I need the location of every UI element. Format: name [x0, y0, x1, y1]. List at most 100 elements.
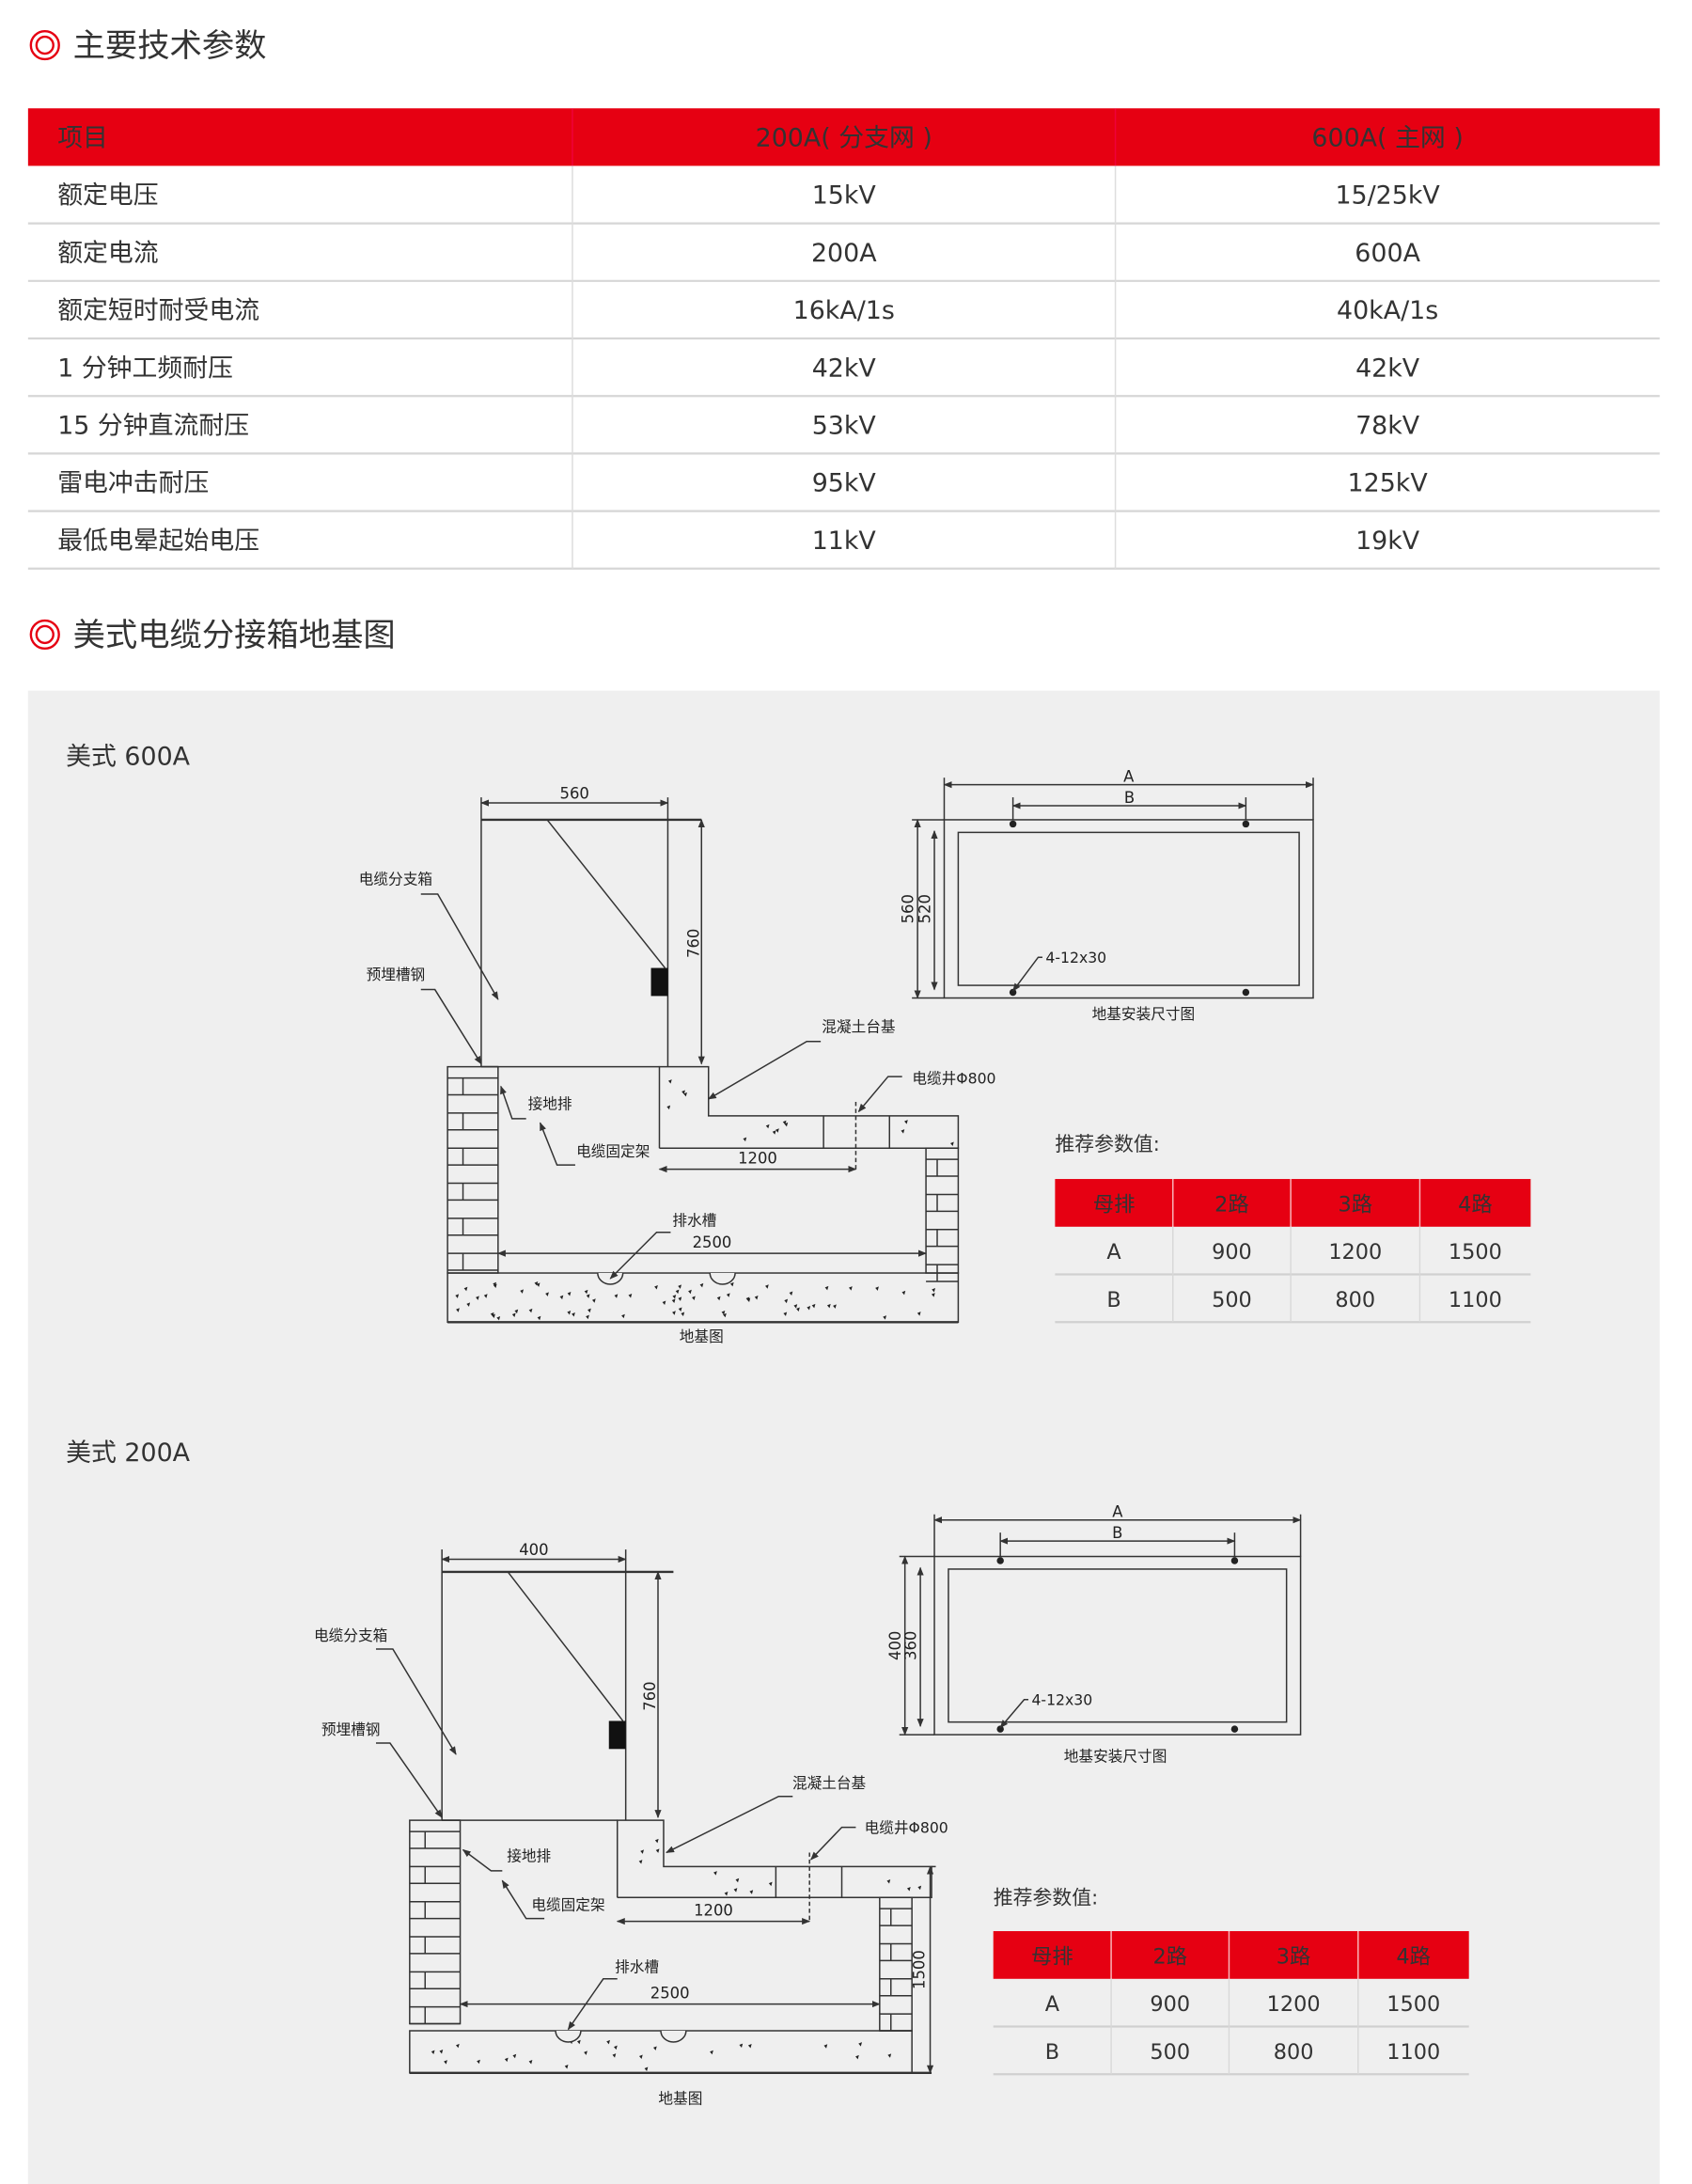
dim-label: 2500: [650, 1985, 690, 2003]
concrete-mark: [456, 1308, 460, 1312]
concrete-mark: [588, 1308, 591, 1313]
concrete-mark: [699, 1282, 704, 1288]
label-drain: 排水槽: [615, 1957, 659, 1975]
dim-label: B: [1112, 1524, 1122, 1542]
cable-branch-box: [480, 797, 702, 1067]
leader-concrete: [707, 1041, 822, 1100]
label-well: 电缆井Φ800: [912, 1070, 995, 1088]
concrete-mark: [901, 1129, 905, 1134]
table-cell: 95kV: [812, 469, 877, 498]
concrete-mark: [768, 1881, 773, 1887]
concrete-mark: [754, 1295, 759, 1300]
concrete-mark: [444, 2060, 447, 2065]
section-heading-foundation: 美式电缆分接箱地基图: [29, 617, 396, 654]
recommend-title: 推荐参数值:: [994, 1887, 1098, 1909]
concrete-mark: [749, 1890, 754, 1894]
recommend-cell: 900: [1150, 1992, 1190, 2017]
table-cell: 78kV: [1355, 411, 1420, 440]
section-heading-specs: 主要技术参数: [29, 27, 266, 65]
plan-caption: 地基安装尺寸图: [1092, 1005, 1196, 1023]
concrete-mark: [667, 1079, 672, 1084]
concrete-mark: [855, 2054, 859, 2060]
dim-label: A: [1112, 1503, 1123, 1521]
leader-channel: [376, 1742, 443, 1818]
concrete-mark: [904, 1120, 908, 1124]
recommend-header-cell: 4路: [1458, 1192, 1493, 1217]
double-circle-icon: [29, 619, 60, 651]
concrete-mark: [807, 1306, 811, 1311]
drain-groove: [555, 2030, 582, 2043]
concrete-mark: [917, 1885, 922, 1891]
door-line: [507, 1571, 624, 1721]
dim-label: 1200: [738, 1150, 777, 1168]
leader-well: [857, 1076, 902, 1113]
concrete-mark: [789, 1291, 793, 1296]
dim-label: 520: [916, 894, 934, 923]
table-header-cell: 项目: [57, 124, 108, 153]
concrete-mark: [564, 2065, 569, 2069]
foundation-elevation: 400760120025001500电缆分支箱预埋槽钢接地排电缆固定架混凝土台基…: [314, 1541, 948, 2108]
holes-label: 4-12x30: [1045, 949, 1106, 966]
recommend-cell: A: [1106, 1240, 1121, 1265]
leader-box: [376, 1648, 457, 1755]
concrete-mark: [654, 1838, 659, 1844]
concrete-mark: [476, 1296, 479, 1300]
recommend-cell: 800: [1335, 1288, 1375, 1312]
lock-block: [650, 967, 668, 997]
table-cell: 16kA/1s: [793, 296, 895, 325]
table-header: [27, 108, 1660, 166]
recommend-title: 推荐参数值:: [1055, 1133, 1159, 1155]
recommend-cell: 1500: [1386, 1992, 1440, 2017]
concrete-mark: [455, 2043, 460, 2049]
recommend-header-cell: 母排: [1093, 1192, 1136, 1217]
diagram-title: 美式 600A: [66, 743, 191, 772]
concrete-mark: [614, 1294, 619, 1298]
concrete-mark: [675, 1289, 680, 1295]
leader-channel: [420, 988, 482, 1065]
concrete-mark: [640, 1849, 644, 1854]
table-cell: 125kV: [1348, 469, 1429, 498]
label-box: 电缆分支箱: [359, 871, 432, 888]
brick-wall: [409, 1819, 462, 2025]
plan-caption: 地基安装尺寸图: [1064, 1747, 1167, 1765]
section-title: 美式电缆分接箱地基图: [73, 617, 396, 654]
drain-groove: [660, 2030, 687, 2043]
concrete-mark: [621, 1313, 625, 1319]
dim-label: 2500: [693, 1233, 732, 1251]
leader-ground: [462, 1848, 503, 1872]
leader-well: [810, 1826, 856, 1861]
concrete-mark: [906, 1887, 911, 1892]
concrete-mark: [584, 2050, 588, 2055]
right-wall: [879, 1896, 913, 2032]
concrete-mark: [672, 1295, 677, 1299]
concrete-mark: [784, 1122, 789, 1127]
concrete-mark: [638, 1860, 643, 1864]
recommend-header-cell: 3路: [1338, 1192, 1372, 1217]
label-ground: 接地排: [528, 1094, 572, 1112]
double-circle-icon: [29, 29, 60, 61]
concrete-mark: [511, 1312, 516, 1318]
table-cell: 42kV: [1355, 354, 1420, 383]
leader-holes: [999, 1699, 1029, 1729]
recommend-cell: 900: [1212, 1240, 1252, 1265]
concrete-mark: [483, 1294, 488, 1298]
table-cell: 雷电冲击耐压: [57, 469, 209, 498]
leader-concrete: [666, 1796, 793, 1854]
dim-label: 400: [886, 1631, 904, 1660]
table-cell: 40kA/1s: [1337, 296, 1438, 325]
mount-hole: [1242, 988, 1250, 997]
dim-label: 560: [560, 785, 589, 803]
concrete-mark: [858, 2042, 862, 2047]
concrete-mark: [536, 1282, 540, 1287]
foundation-elevation: 56076012002500电缆分支箱预埋槽钢接地排电缆固定架混凝土台基电缆井Φ…: [359, 785, 996, 1346]
table-cell: 15 分钟直流耐压: [57, 411, 249, 440]
concrete-mark: [726, 1293, 730, 1297]
recommend-cell: 1100: [1449, 1288, 1502, 1312]
plan-inner: [957, 831, 1300, 986]
concrete-mark: [721, 1310, 726, 1315]
